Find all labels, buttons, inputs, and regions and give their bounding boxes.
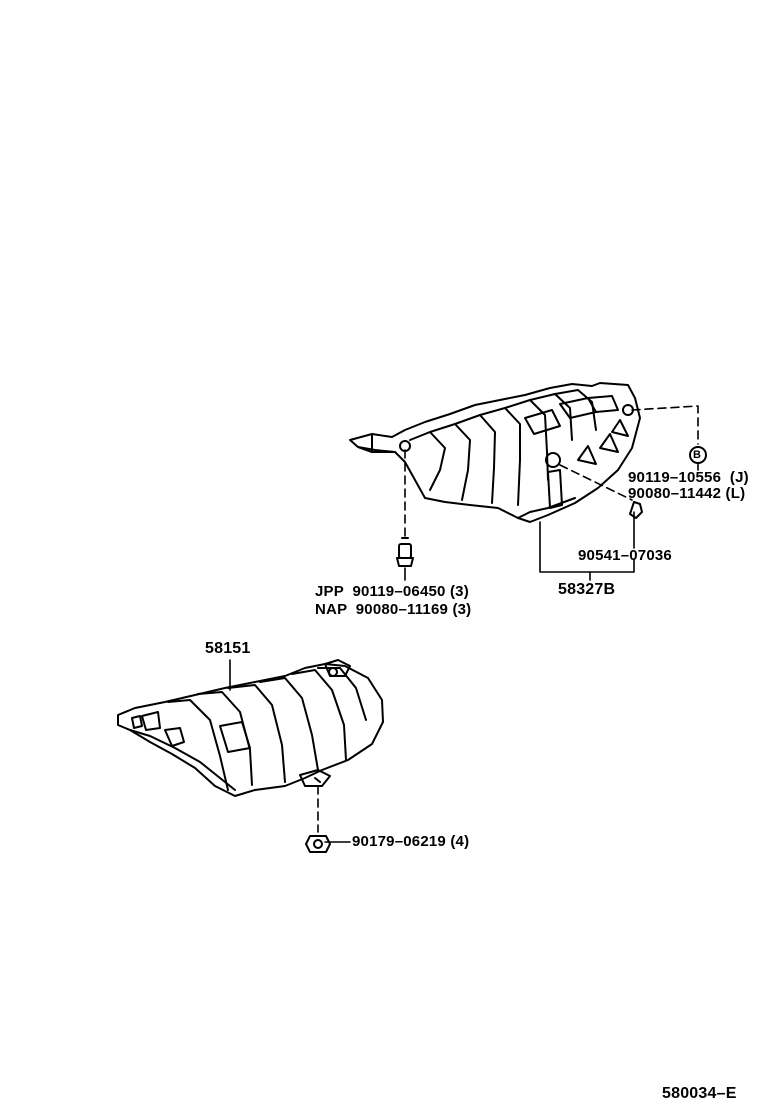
upper-fasteners: [396, 446, 707, 567]
lower-shield-part-number: 58151: [205, 640, 251, 657]
bolt-j-part-number: 90119–10556 (J): [628, 469, 749, 486]
jpp-part-number: JPP 90119–06450 (3): [315, 583, 469, 600]
drawing-id: 580034–E: [662, 1085, 737, 1102]
lower-fastener-part-number: 90179–06219 (4): [352, 833, 470, 850]
lower-heat-shield: [117, 659, 384, 797]
nap-part-number: NAP 90080–11169 (3): [315, 601, 472, 618]
jpp-bolt-icon: [396, 537, 414, 567]
bolt-marker-label: B: [693, 449, 702, 461]
lower-fastener-icon: [305, 835, 331, 853]
upper-leaders: [404, 405, 699, 581]
upper-heat-shield: [349, 382, 641, 523]
clip-part-number: 90541–07036: [578, 547, 672, 564]
bolt-marker-icon: [689, 446, 707, 464]
upper-shield-part-number: 58327B: [558, 581, 616, 598]
lower-leaders: [229, 659, 351, 843]
nut-l-part-number: 90080–11442 (L): [628, 485, 746, 502]
clip-icon: [629, 501, 643, 519]
